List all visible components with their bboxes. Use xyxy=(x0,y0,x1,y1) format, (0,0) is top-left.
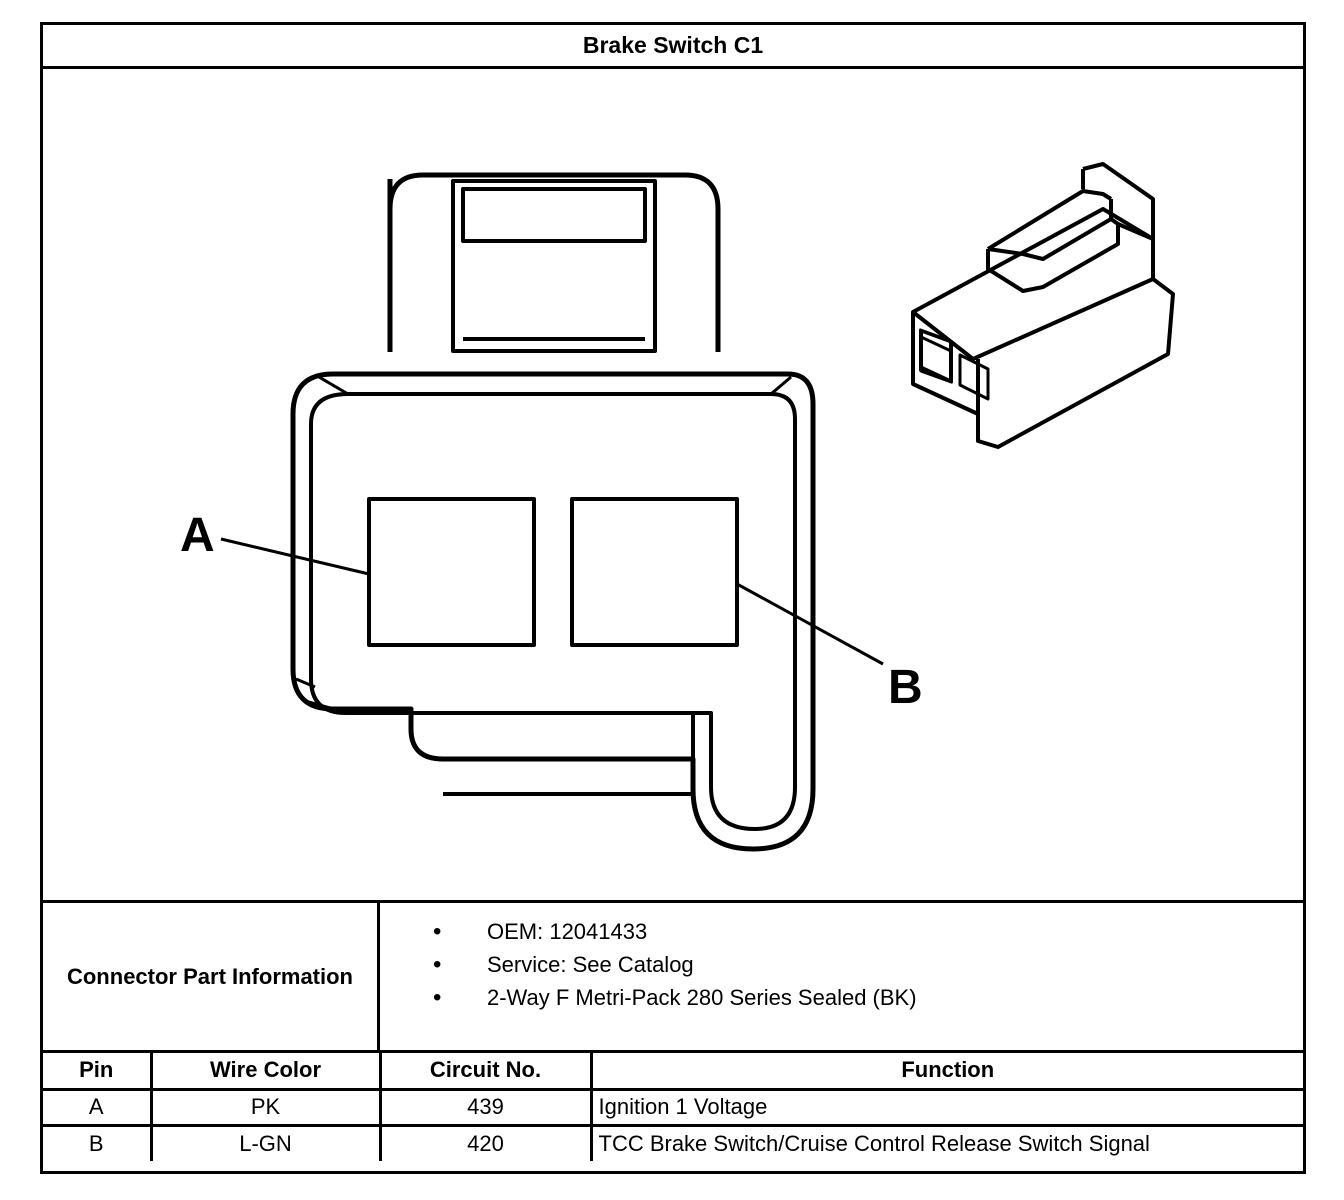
connector-diagram-svg: A B xyxy=(180,162,1175,852)
cell-wire-color: PK xyxy=(149,1087,382,1127)
pin-a-cavity xyxy=(367,497,536,647)
connector-info-list: OEM: 12041433 Service: See Catalog 2-Way… xyxy=(380,903,1303,1062)
info-type: 2-Way F Metri-Pack 280 Series Sealed (BK… xyxy=(380,981,1303,1014)
table-row: A PK 439 Ignition 1 Voltage xyxy=(43,1087,1303,1127)
connector-face-icon xyxy=(220,172,884,852)
cell-wire-color: L-GN xyxy=(149,1123,382,1161)
page-title: Brake Switch C1 xyxy=(43,25,1303,69)
header-circuit-no: Circuit No. xyxy=(378,1053,593,1091)
connector-diagram: A B xyxy=(43,69,1303,903)
table-row: B L-GN 420 TCC Brake Switch/Cruise Contr… xyxy=(43,1123,1303,1161)
connector-3d-icon xyxy=(911,162,1175,449)
pin-table-header: Pin Wire Color Circuit No. Function xyxy=(43,1053,1303,1091)
cell-function: TCC Brake Switch/Cruise Control Release … xyxy=(589,1123,1303,1161)
info-oem: OEM: 12041433 xyxy=(380,915,1303,948)
pin-label-a: A xyxy=(180,509,215,562)
header-wire-color: Wire Color xyxy=(149,1053,382,1091)
cell-circuit-no: 420 xyxy=(378,1123,593,1161)
header-pin: Pin xyxy=(43,1053,153,1091)
pin-table: Pin Wire Color Circuit No. Function A PK… xyxy=(43,1053,1303,1161)
connector-part-info: Connector Part Information OEM: 12041433… xyxy=(43,903,1303,1053)
info-service: Service: See Catalog xyxy=(380,948,1303,981)
cell-circuit-no: 439 xyxy=(378,1087,593,1127)
pin-b-cavity xyxy=(570,497,739,647)
cell-function: Ignition 1 Voltage xyxy=(589,1087,1303,1127)
connector-sheet: Brake Switch C1 xyxy=(40,22,1306,1174)
connector-info-label: Connector Part Information xyxy=(43,903,380,1050)
cell-pin: A xyxy=(43,1087,153,1127)
header-function: Function xyxy=(589,1053,1303,1091)
pin-label-b: B xyxy=(888,661,923,714)
cell-pin: B xyxy=(43,1123,153,1161)
